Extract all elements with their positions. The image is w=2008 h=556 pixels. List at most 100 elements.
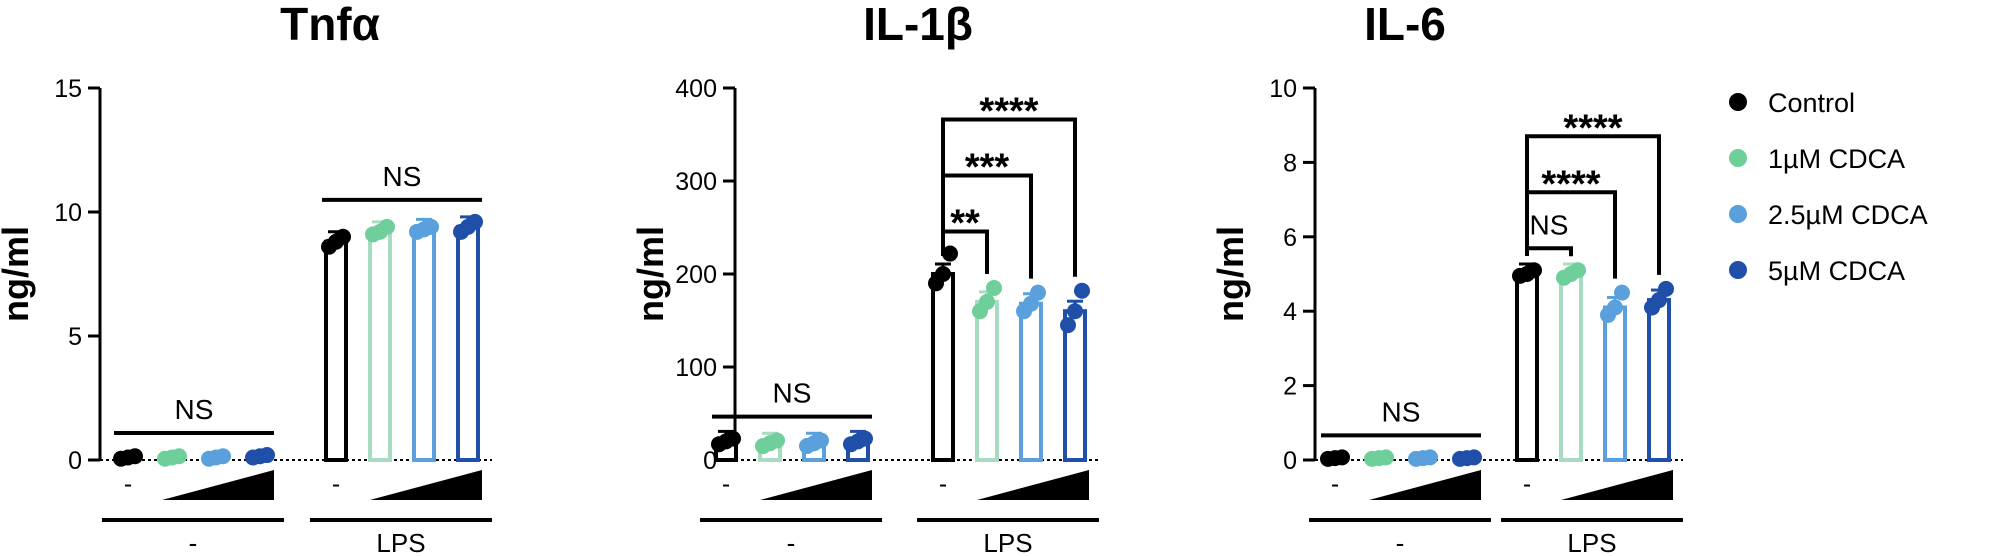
legend-label: 1µM CDCA [1768,144,1905,174]
y-tick-label: 6 [1283,224,1297,252]
y-tick-label: 0 [68,447,82,475]
data-point [171,448,187,465]
data-point [1074,282,1090,299]
significance-label: NS [1530,209,1569,240]
concentration-wedge [977,470,1089,500]
y-tick-label: 400 [675,75,717,103]
y-tick-label: 10 [1269,75,1297,103]
data-point [467,213,483,230]
y-axis-label: ng/ml [630,226,671,322]
significance-label: **** [1563,107,1622,149]
data-point [942,245,958,262]
significance-bracket [1525,246,1573,257]
data-point [935,266,951,282]
concentration-wedge [370,470,482,500]
significance-label: NS [773,378,812,409]
data-point [1466,449,1482,466]
bar [931,272,955,462]
data-point [769,432,785,449]
data-point [813,432,829,449]
y-tick-label: 300 [675,168,717,196]
significance-label: *** [965,147,1010,189]
chart-title: Tnfα [280,0,380,50]
significance-label: **** [979,91,1038,133]
data-point [1030,284,1046,301]
data-point [857,430,873,447]
significance-label: NS [1382,396,1421,427]
treatment-none-label: - [1523,470,1531,498]
data-point [1607,299,1623,316]
significance-label: NS [383,161,422,192]
bar [1019,301,1043,463]
y-tick-label: 10 [54,199,82,227]
significance-bracket [1525,134,1661,275]
data-point [1067,303,1083,320]
bar [1515,272,1539,462]
chart-title: IL-1β [863,0,973,50]
data-point [379,218,395,235]
bar [975,299,999,462]
data-point [1570,262,1586,279]
data-point [335,228,351,245]
group-label: - [1396,528,1405,556]
y-tick-label: 0 [703,447,717,475]
treatment-none-label: - [722,470,730,498]
legend-marker [1729,93,1747,111]
legend-marker [1729,205,1747,223]
treatment-none-label: - [1331,470,1339,498]
y-tick-label: 200 [675,261,717,289]
concentration-wedge [760,470,872,500]
treatment-none-label: - [939,470,947,498]
data-point [1378,449,1394,466]
y-tick-label: 100 [675,354,717,382]
data-point [1614,284,1630,301]
y-tick-label: 8 [1283,149,1297,177]
bar [1603,305,1627,463]
y-tick-label: 2 [1283,373,1297,401]
data-point [1060,317,1076,334]
significance-label: ** [950,203,980,245]
bar [324,239,348,462]
bar [412,227,436,462]
data-point [1526,262,1542,279]
bar [456,224,480,462]
data-point [127,448,143,465]
y-axis-label: ng/ml [1210,226,1251,322]
data-point [986,279,1002,296]
bar [1063,309,1087,463]
treatment-none-label: - [332,470,340,498]
legend-label: Control [1768,88,1855,118]
data-point [725,430,741,447]
data-point [1658,280,1674,297]
treatment-none-label: - [124,470,132,498]
significance-bracket [941,117,1077,277]
legend-marker [1729,261,1747,279]
group-label: LPS [376,528,425,556]
data-point [979,293,995,310]
y-axis-label: ng/ml [0,226,36,322]
y-tick-label: 4 [1283,298,1297,326]
data-point [423,218,439,235]
legend-label: 5µM CDCA [1768,256,1905,286]
y-tick-label: 15 [54,75,82,103]
group-label: LPS [983,528,1032,556]
data-point [215,448,231,465]
concentration-wedge [162,470,274,500]
group-label: - [189,528,198,556]
y-tick-label: 0 [1283,447,1297,475]
significance-label: NS [175,394,214,425]
y-tick-label: 5 [68,323,82,351]
bar [1647,298,1671,463]
concentration-wedge [1369,470,1481,500]
group-label: LPS [1567,528,1616,556]
chart-title: IL-6 [1364,0,1446,50]
bar [368,229,392,462]
concentration-wedge [1561,470,1673,500]
group-label: - [787,528,796,556]
significance-label: **** [1541,163,1600,205]
data-point [259,447,275,464]
